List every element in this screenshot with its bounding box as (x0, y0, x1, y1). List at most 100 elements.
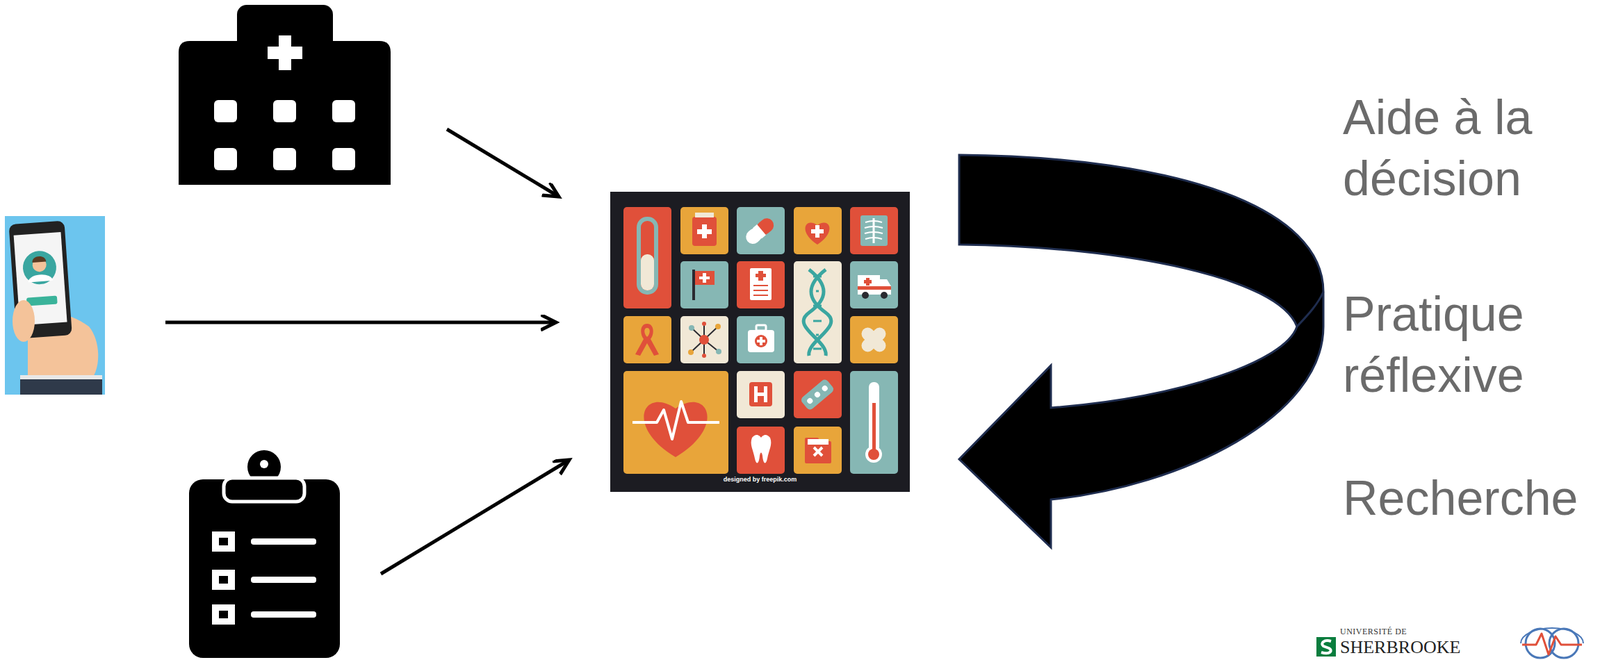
icon-part (446, 129, 559, 197)
lab-logo (1520, 628, 1584, 659)
icon-part (165, 321, 557, 325)
icon-part (1321, 640, 1332, 654)
icon-part (699, 276, 710, 280)
icon-part (697, 229, 712, 235)
icon-part (623, 371, 729, 475)
icon-part (21, 250, 57, 286)
icon-part (811, 229, 824, 234)
icon-part (692, 216, 717, 247)
icon-part (751, 435, 772, 463)
icon-part (753, 284, 769, 287)
icon-part (218, 537, 228, 546)
icon-part (813, 447, 823, 456)
icon-part (20, 375, 103, 380)
icon-part (699, 335, 709, 345)
icon-part (793, 426, 842, 475)
icon-part (12, 300, 35, 342)
icon-part (20, 379, 103, 395)
icon-part (859, 325, 889, 355)
icon-part (715, 323, 721, 330)
icon-part (859, 325, 889, 355)
icon-part (820, 384, 829, 393)
icon-part (749, 382, 773, 407)
icon-part (809, 269, 832, 356)
icon-part (736, 316, 785, 364)
icon-part (793, 371, 842, 419)
icon-part (857, 275, 892, 295)
medical-icon-grid (610, 191, 910, 493)
logo-text-small: UNIVERSITÉ DE (1340, 627, 1407, 637)
icon-part (688, 325, 695, 331)
clipboard-icon (189, 450, 340, 659)
icon-part (692, 269, 696, 301)
icon-part (4, 216, 105, 395)
icon-part (872, 218, 876, 244)
outcome-label: Recherche (1342, 467, 1579, 529)
icon-part (861, 291, 869, 299)
icon-part (27, 273, 54, 283)
icon-part (680, 207, 729, 255)
icon-part (610, 191, 910, 493)
icon-part (752, 224, 766, 239)
icon-part (250, 538, 317, 545)
input-arrows (165, 129, 570, 575)
phone-hand-image (4, 216, 105, 395)
icon-part (753, 289, 769, 292)
icon-part (636, 216, 659, 295)
icon-part (640, 254, 655, 291)
icon-part (211, 569, 235, 591)
icon-part (959, 154, 1324, 548)
icon-part (736, 261, 785, 309)
icon-part (214, 148, 238, 171)
icon-part (864, 221, 883, 240)
outcome-label: Pratique réflexive (1342, 283, 1580, 406)
icon-part (250, 611, 317, 618)
icon-part (1296, 291, 1324, 327)
icon-part (805, 223, 830, 245)
icon-part (273, 148, 297, 171)
icon-part (211, 531, 235, 552)
icon-part (756, 339, 766, 343)
icon-part (860, 215, 888, 247)
icon-part (211, 604, 235, 625)
icon-part (850, 261, 899, 309)
logo-text: SHERBROOKE (1340, 637, 1461, 658)
icon-part (747, 330, 775, 353)
icon-part (332, 100, 356, 123)
icon-part (863, 280, 872, 284)
icon-part (736, 207, 785, 255)
icon-part (695, 212, 714, 218)
icon-part (857, 286, 892, 290)
icon-part (859, 325, 889, 355)
outcome-label: Aide à la décision (1342, 86, 1580, 210)
icon-part (806, 396, 814, 405)
icon-part (813, 390, 821, 399)
icon-part (267, 46, 303, 60)
icon-part (749, 268, 772, 301)
icon-part (1520, 628, 1584, 644)
icon-part (632, 401, 720, 440)
icon-part (250, 576, 317, 584)
icon-part (800, 378, 836, 412)
credit-text: designed by freepik.com (610, 476, 910, 484)
icon-part (688, 349, 694, 356)
icon-part (880, 291, 888, 299)
icon-part (793, 261, 842, 364)
icon-part (273, 100, 297, 123)
icon-part (872, 403, 876, 452)
feedback-arrow (959, 154, 1324, 548)
icon-part (332, 148, 356, 171)
icon-part (850, 371, 899, 475)
icon-part (701, 321, 707, 326)
icon-part (259, 460, 269, 469)
icon-part (813, 276, 822, 349)
icon-part (743, 215, 777, 247)
university-logo (1316, 637, 1336, 657)
icon-part (218, 610, 228, 619)
icon-part (380, 460, 570, 575)
icon-part (701, 353, 707, 358)
icon-part (850, 207, 899, 255)
icon-part (807, 439, 829, 445)
icon-part (623, 316, 672, 364)
icon-part (1522, 633, 1582, 655)
